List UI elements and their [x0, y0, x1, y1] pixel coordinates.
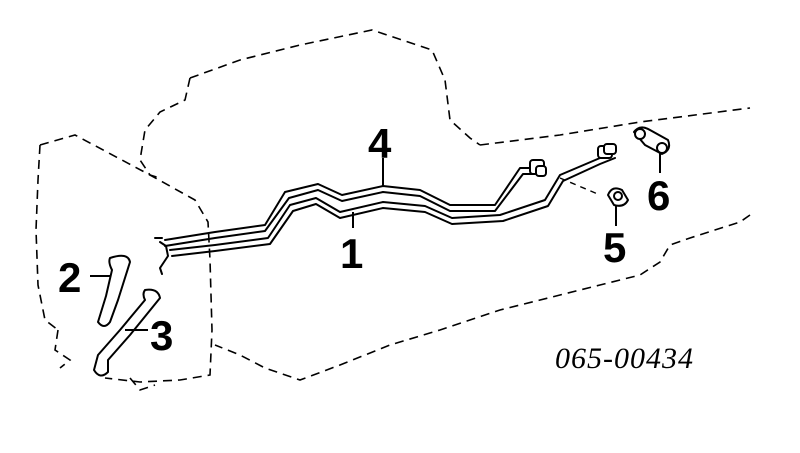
oil-cooler-tube-upper — [164, 167, 546, 247]
clip-part-5 — [607, 187, 629, 207]
oil-cooler-tube-lower — [154, 151, 616, 275]
callout-6: 6 — [647, 172, 670, 219]
hose-part-3 — [93, 288, 161, 377]
clip-part-6 — [633, 126, 671, 155]
drawing-part-number: 065-00434 — [555, 342, 694, 375]
callout-1: 1 — [340, 230, 363, 277]
hose-part-2 — [97, 254, 131, 327]
bracket-outline — [35, 134, 213, 391]
callout-3: 3 — [150, 312, 173, 359]
dashed-leader-5 — [559, 177, 601, 196]
callout-5: 5 — [603, 224, 626, 271]
tube-end-fittings — [529, 143, 617, 177]
callout-2: 2 — [58, 254, 81, 301]
callout-4: 4 — [368, 120, 392, 167]
